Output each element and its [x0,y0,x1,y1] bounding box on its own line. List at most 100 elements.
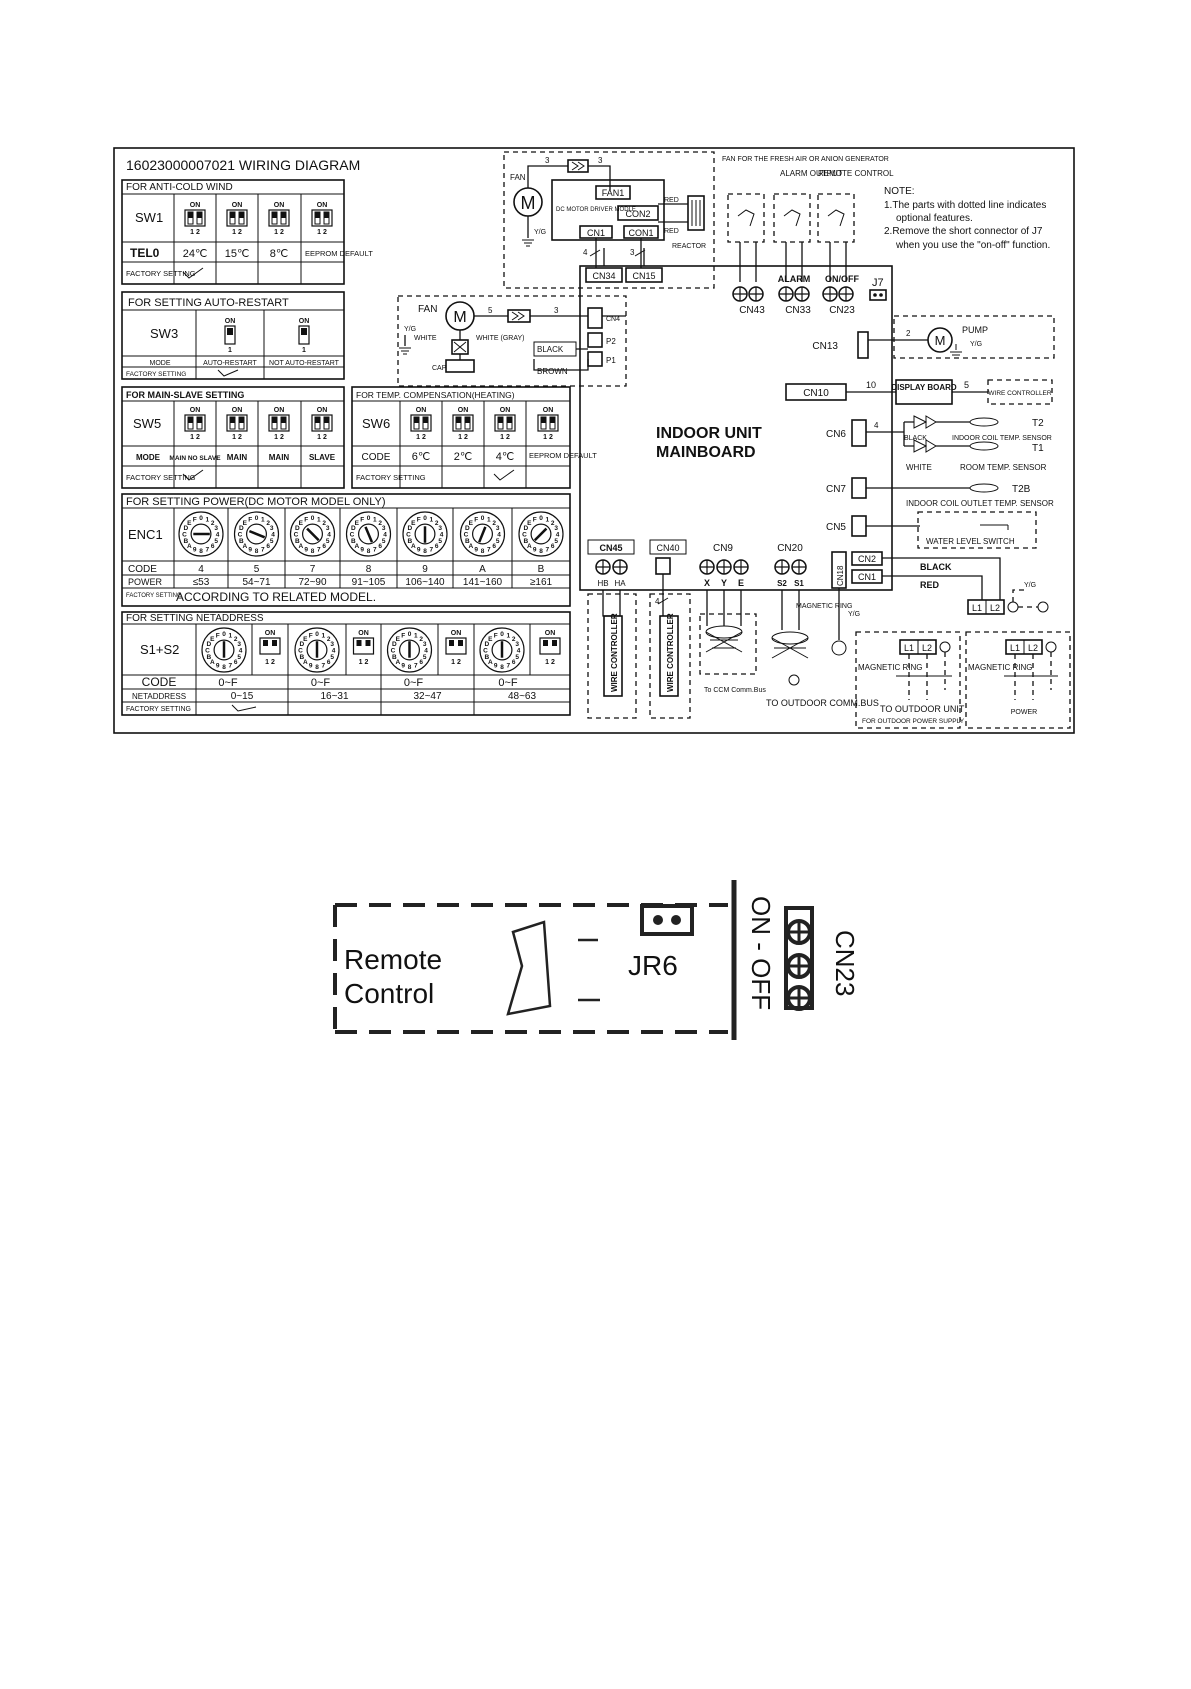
terminal-screw-icon [748,286,764,302]
dial-char: 5 [330,654,334,661]
detail-remote-line2: Control [344,978,434,1009]
dip-switch-icon: ON1 2 [184,202,206,236]
dial-char: 2 [492,520,496,527]
dial-char: 9 [360,547,364,554]
dial-char: E [469,520,474,527]
dip-switch-icon: ON1 2 [494,407,516,441]
ac-brown: BROWN [537,367,568,376]
top-l2: L2 [990,603,1000,613]
dial-char: 3 [438,525,442,532]
anti-cold-header: FOR ANTI-COLD WIND [126,182,233,193]
cn10-label: CN10 [803,388,829,399]
cn6-label: CN6 [826,429,846,440]
dial-char: D [484,641,489,648]
sw6-code-4: EEPROM DEFAULT [529,451,597,460]
dial-char: 5 [326,538,330,545]
switch-on-label: ON [190,202,201,209]
dial-char: 5 [382,538,386,545]
dial-char: F [401,632,405,639]
dial-char: 8 [367,548,371,555]
dial-char: C [350,532,355,539]
switch-on-label: ON [274,202,285,209]
dial-char: B [392,654,397,661]
power-code: 9 [422,564,428,575]
cn15-label: CN15 [632,271,655,281]
dial-char: E [187,520,192,527]
dial-char: F [193,516,197,523]
hb-label: HB [597,579,608,588]
terminal-screw-icon [794,286,810,302]
cn20-label: CN20 [777,543,803,554]
note-block: NOTE: 1.The parts with dotted line indic… [884,186,1050,251]
temp-comp-factory-label: FACTORY SETTING [356,473,426,482]
dial-char: 4 [327,532,331,539]
y-label: Y [721,578,727,588]
ac-fan-yg: Y/G [404,326,416,333]
switch-num-label: 1 2 [359,659,369,666]
dial-char: F [309,632,313,639]
magnetic-ring-icon [705,631,743,653]
dial-char: 3 [270,525,274,532]
coil-sensor-label: INDOOR COIL TEMP. SENSOR [952,435,1052,442]
auto-restart-header: FOR SETTING AUTO-RESTART [128,297,289,309]
netaddress-header: FOR SETTING NETADDRESS [126,613,264,624]
dial-char: 7 [261,547,265,554]
anti-cold-factory-label: FACTORY SETTING [126,269,196,278]
dial-char: A [354,543,359,550]
mainboard-line1: INDOOR UNIT [656,425,762,442]
cn18-label: CN18 [836,565,845,586]
dial-char: 4 [332,648,336,655]
dial-char: 1 [506,632,510,639]
ac-n5: 5 [488,306,493,315]
power-value: ≥161 [530,577,553,588]
dial-char: 4 [517,648,521,655]
dial-char: 9 [417,547,421,554]
sensor-white: WHITE [906,463,932,472]
dial-char: 1 [261,516,265,523]
tel0-value-2: 15℃ [225,248,250,260]
relay-switch-icon [506,920,552,1016]
detail-cn23-label: CN23 [830,930,860,996]
right-side: 2 M PUMP Y/G 10 DISPLAY BOARD 5 WIRE CON… [846,315,1055,615]
dial-char: 9 [304,547,308,554]
dial-char: E [243,520,248,527]
dial-char: 4 [271,532,275,539]
dial-char: 7 [487,547,491,554]
dip-switch-icon: ON1 2 [184,407,206,441]
tel0-value-3: 8℃ [270,248,288,260]
dial-char: C [238,532,243,539]
sw5-mode-1: MAIN NO SLAVE [169,455,221,462]
dip-switch-icon: ON1 2 [259,630,281,666]
switch-num-label: 1 2 [545,659,555,666]
dial-char: 9 [494,663,498,670]
dial-char: 6 [322,543,326,550]
dial-char: 1 [321,632,325,639]
ac-cap: CAP [432,365,447,372]
ha-label: HA [614,579,626,588]
auto-restart-table: FOR SETTING AUTO-RESTART SW3 MODE AUTO-R… [121,291,345,380]
pump-motor-letter: M [935,333,946,348]
ac-fan-white-gray: WHITE (GRAY) [476,335,524,342]
dial-char: 8 [423,548,427,555]
switch-num-label: 1 2 [317,229,327,236]
dial-char: C [391,648,396,655]
dial-char: F [533,516,537,523]
dial-char: 8 [311,548,315,555]
to-outdoor-bus-label: TO OUTDOOR COMM.BUS [766,698,879,708]
power-l1: L1 [1010,643,1020,653]
dial-char: B [183,538,188,545]
dial-char: 4 [497,532,501,539]
switch-on-label: ON [232,407,243,414]
dip-switch-icon: ON1 2 [410,407,432,441]
terminal-screw-icon [791,559,807,575]
jr6-jumper [640,904,694,936]
dial-char: 6 [435,543,439,550]
terminal-screw-icon [838,286,854,302]
switch-num-label: 1 2 [265,659,275,666]
dial-char: B [239,538,244,545]
power-table: FOR SETTING POWER(DC MOTOR MODEL ONLY) E… [121,493,571,607]
power-value: 106~140 [405,577,445,588]
